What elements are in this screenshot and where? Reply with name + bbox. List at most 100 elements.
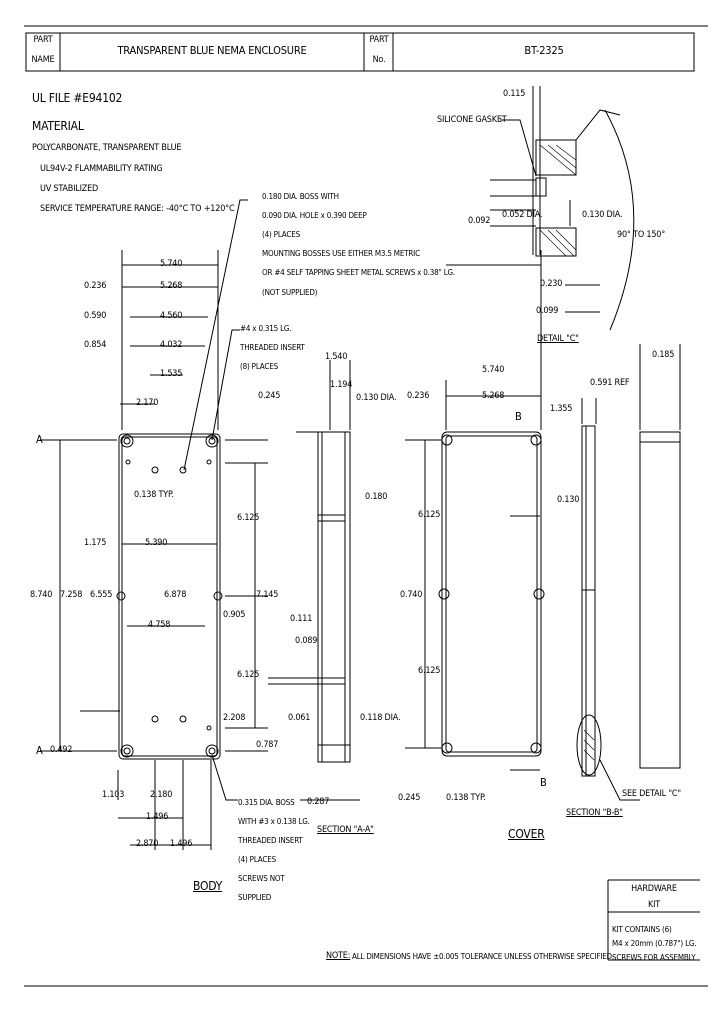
dim-label: 1.496 <box>170 839 193 849</box>
view-label-section-bb: SECTION "B-B" <box>566 808 623 818</box>
view-label-section-aa: SECTION "A-A" <box>317 825 374 835</box>
hardware-content-line: SCREWS FOR ASSEMBLY <box>612 953 696 962</box>
ul-file: UL FILE #E94102 <box>32 91 123 105</box>
dim-label: 0.230 <box>540 279 563 289</box>
section-mark-a: A <box>36 433 43 446</box>
dim-label: 0.854 <box>84 340 107 350</box>
dim-label: 0.130 DIA. <box>582 210 623 220</box>
footer-note-text: ALL DIMENSIONS HAVE ±0.005 TOLERANCE UNL… <box>352 952 614 961</box>
view-label-body: BODY <box>193 879 223 893</box>
dim-label: 0.787 <box>256 740 279 750</box>
dim-label: 2.870 <box>136 839 159 849</box>
dim-label: 6.125 <box>237 670 260 680</box>
dim-label: 0.089 <box>295 636 318 646</box>
dim-label: 2.170 <box>136 398 159 408</box>
section-mark-b: B <box>540 776 547 789</box>
dim-label: 5.390 <box>145 538 168 548</box>
dim-label: 6.878 <box>164 590 187 600</box>
dim-label: 0.111 <box>290 614 313 624</box>
hardware-content-line: KIT CONTAINS (6) <box>612 925 672 934</box>
dim-label: 6.125 <box>237 513 260 523</box>
part-name: TRANSPARENT BLUE NEMA ENCLOSURE <box>117 44 307 57</box>
hardware-title: HARDWARE <box>631 884 677 894</box>
section-mark-b: B <box>515 410 522 423</box>
dim-label: 0.061 <box>288 713 311 723</box>
bottom-boss-note-line: SUPPLIED <box>238 893 272 902</box>
material-line: UV STABILIZED <box>40 184 99 194</box>
dim-label: 0.590 <box>84 311 107 321</box>
dim-label: 0.099 <box>536 306 559 316</box>
dim-label: 6.555 <box>90 590 113 600</box>
dim-label: 0.245 <box>398 793 421 803</box>
boss-note-line: (4) PLACES <box>262 230 300 239</box>
bottom-boss-note-line: THREADED INSERT <box>238 836 303 845</box>
material-label: MATERIAL <box>32 119 84 133</box>
gasket-label: SILICONE GASKET <box>437 115 507 125</box>
material-line: UL94V-2 FLAMMABILITY RATING <box>40 164 163 174</box>
dim-label: 0.245 <box>258 391 281 401</box>
dim-label: 1.540 <box>325 352 348 362</box>
dim-label: 6.125 <box>418 666 441 676</box>
insert-note-line: THREADED INSERT <box>240 343 305 352</box>
dim-label: 8.740 <box>30 590 53 600</box>
dim-label: 0.052 DIA. <box>502 210 543 220</box>
part-no: BT-2325 <box>524 44 564 57</box>
bottom-boss-note-line: 0.315 DIA. BOSS <box>238 798 295 807</box>
angle-label: 90° TO 150° <box>617 230 666 240</box>
dim-label: 0.740 <box>400 590 423 600</box>
dim-label: 1.355 <box>550 404 573 414</box>
see-detail-label: SEE DETAIL "C" <box>622 789 681 799</box>
insert-note-line: #4 x 0.315 LG. <box>240 324 292 333</box>
hardware-kit: KIT <box>647 900 661 910</box>
boss-note-line: MOUNTING BOSSES USE EITHER M3.5 METRIC <box>262 249 420 258</box>
bottom-boss-note-line: SCREWS NOT <box>238 874 285 883</box>
typ-label: 0.138 TYP. <box>134 490 174 500</box>
part-no-label-1: PART <box>369 35 389 45</box>
dim-label: 7.145 <box>256 590 279 600</box>
section-mark-a: A <box>36 744 43 757</box>
dim-label: 0.287 <box>307 797 330 807</box>
boss-note-line: OR #4 SELF TAPPING SHEET METAL SCREWS x … <box>262 268 455 277</box>
dim-label: 1.175 <box>84 538 107 548</box>
dim-label: 0.138 TYP. <box>446 793 486 803</box>
dim-label: 0.492 <box>50 745 73 755</box>
boss-note-line: 0.180 DIA. BOSS WITH <box>262 192 339 201</box>
dim-label: 0.905 <box>223 610 246 620</box>
footer-note-label: NOTE: <box>326 951 351 961</box>
bottom-boss-note-line: WITH #3 x 0.138 LG. <box>238 817 310 826</box>
dim-label: 0.130 <box>557 495 580 505</box>
view-label-cover: COVER <box>508 827 545 841</box>
dim-label: 7.258 <box>60 590 83 600</box>
boss-note-line: (NOT SUPPLIED) <box>262 288 318 297</box>
part-name-label-2: NAME <box>31 55 55 65</box>
view-label-detail-c: DETAIL "C" <box>537 334 579 344</box>
dim-label: 0.591 REF <box>590 378 630 388</box>
dim-label: 0.118 DIA. <box>360 713 401 723</box>
dim-label: 0.185 <box>652 350 675 360</box>
dim-label: 1.103 <box>102 790 125 800</box>
dim-label: 0.236 <box>407 391 430 401</box>
dim-label: 4.758 <box>148 620 171 630</box>
bottom-boss-note-line: (4) PLACES <box>238 855 276 864</box>
dim-label: 5.268 <box>482 391 505 401</box>
dim-label: 0.115 <box>503 89 526 99</box>
boss-note-line: 0.090 DIA. HOLE x 0.390 DEEP <box>262 211 367 220</box>
dim-label: 6.125 <box>418 510 441 520</box>
dim-label: 1.535 <box>160 369 183 379</box>
dim-label: 0.236 <box>84 281 107 291</box>
dim-label: 0.092 <box>468 216 491 226</box>
dim-label: 1.496 <box>146 812 169 822</box>
dim-label: 4.560 <box>160 311 183 321</box>
dim-label: 2.180 <box>150 790 173 800</box>
material-line: SERVICE TEMPERATURE RANGE: -40°C TO +120… <box>40 204 235 214</box>
insert-note-line: (8) PLACES <box>240 362 278 371</box>
part-name-label-1: PART <box>33 35 53 45</box>
dim-label: 0.180 <box>365 492 388 502</box>
dim-label: 5.740 <box>160 259 183 269</box>
hardware-content-line: M4 x 20mm (0.787") LG. <box>612 939 697 948</box>
dim-label: 1.194 <box>330 380 353 390</box>
part-no-label-2: No. <box>372 55 386 65</box>
material-line: POLYCARBONATE, TRANSPARENT BLUE <box>32 143 182 153</box>
